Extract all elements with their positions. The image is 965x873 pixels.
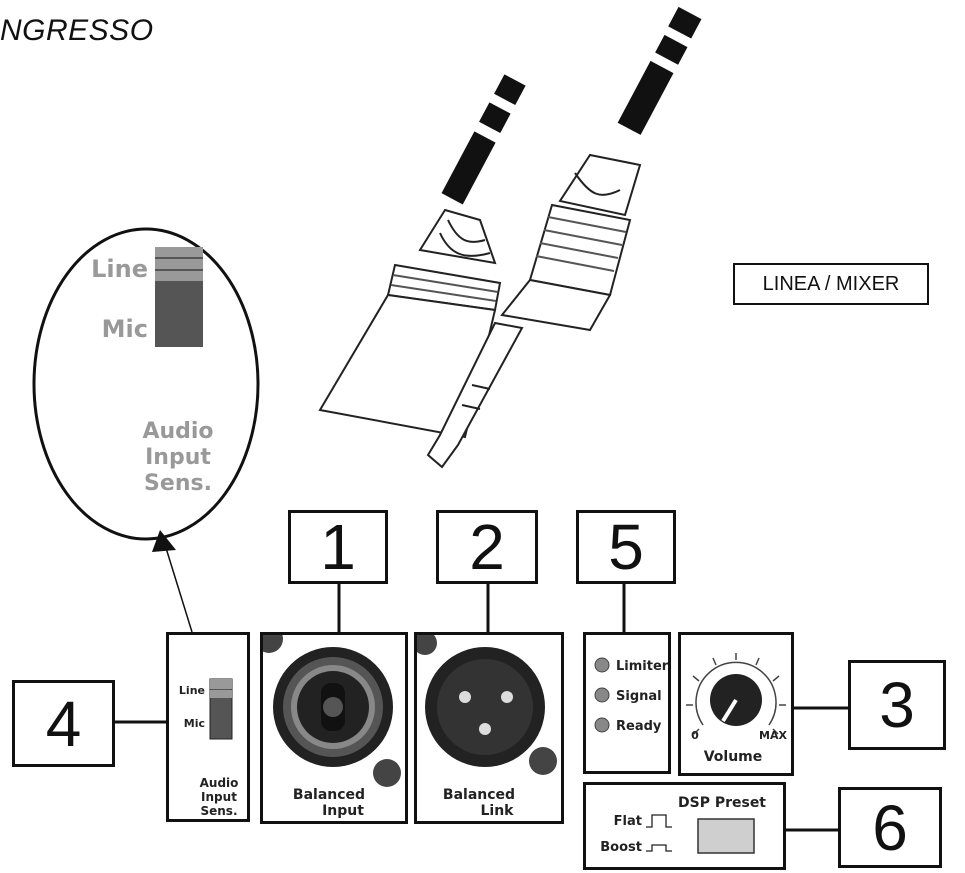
jack-plug-illustration	[426, 6, 702, 469]
screw-icon	[255, 625, 283, 653]
limiter-led-icon	[594, 657, 610, 673]
zoom-detail: Line Mic Audio Input Sens.	[32, 227, 260, 541]
volume-knob[interactable]: 0 MAX Volume	[681, 635, 791, 773]
cables-illustration	[318, 6, 702, 469]
screw-icon	[529, 747, 557, 775]
callout-1: 1	[288, 510, 388, 584]
arrow-head	[152, 530, 176, 552]
balanced-input-line2: Input	[322, 803, 364, 819]
dsp-boost-label: Boost	[600, 840, 642, 855]
led-panel: Limiter Signal Ready	[583, 632, 671, 774]
combo-jack-connector[interactable]: Balanced Input	[255, 625, 405, 821]
screw-icon	[373, 759, 401, 787]
page-title: NGRESSO	[0, 14, 154, 47]
dsp-flat-label: Flat	[614, 814, 642, 829]
led-ready-label: Ready	[616, 719, 662, 734]
screw-icon	[413, 631, 437, 655]
volume-panel: 0 MAX Volume	[678, 632, 794, 776]
zoom-audio-label: Audio	[142, 419, 213, 444]
led-indicators: Limiter Signal Ready	[594, 657, 669, 734]
xlr-connector[interactable]: Balanced Link	[413, 631, 561, 821]
switch-sens-label: Sens.	[200, 804, 237, 818]
callout-2: 2	[436, 510, 538, 584]
callout-3: 3	[848, 660, 946, 750]
xlr-plug-illustration	[318, 74, 526, 439]
balanced-link-panel: Balanced Link	[413, 631, 564, 824]
balanced-input-line1: Balanced	[293, 787, 365, 803]
dsp-preset-panel: DSP Preset Flat Boost	[583, 782, 786, 870]
dsp-preset-controls: DSP Preset Flat Boost	[600, 795, 766, 855]
flat-switch-icon	[646, 814, 672, 828]
ready-led-icon	[594, 717, 610, 733]
zoom-input-label: Input	[145, 445, 211, 470]
callout-4: 4	[12, 680, 115, 767]
callout-6: 6	[838, 787, 942, 868]
switch-input-label: Input	[201, 790, 237, 804]
zoom-sens-label: Sens.	[144, 471, 212, 496]
signal-led-icon	[594, 687, 610, 703]
switch-audio-label: Audio	[200, 776, 239, 790]
boost-switch-icon	[646, 844, 672, 852]
volume-min-label: 0	[691, 729, 699, 742]
dsp-title: DSP Preset	[678, 795, 766, 811]
input-sens-panel: Line Mic Audio Input Sens.	[166, 632, 250, 822]
zoom-line-label: Line	[91, 255, 148, 283]
balanced-link-line2: Link	[481, 803, 515, 819]
balanced-input-panel: Balanced Input	[255, 625, 408, 824]
volume-label: Volume	[704, 749, 763, 765]
volume-max-label: MAX	[759, 729, 787, 742]
switch-line-label: Line	[179, 684, 205, 697]
dsp-preset-button[interactable]	[697, 818, 755, 854]
line-mic-switch[interactable]: Line Mic Audio Input Sens.	[169, 635, 247, 819]
led-signal-label: Signal	[616, 689, 662, 704]
callout-5: 5	[576, 510, 676, 584]
linea-mixer-label: LINEA / MIXER	[733, 263, 929, 305]
balanced-link-line1: Balanced	[443, 787, 515, 803]
switch-mic-label: Mic	[184, 717, 205, 730]
led-limiter-label: Limiter	[616, 659, 668, 674]
zoom-mic-label: Mic	[102, 315, 148, 343]
